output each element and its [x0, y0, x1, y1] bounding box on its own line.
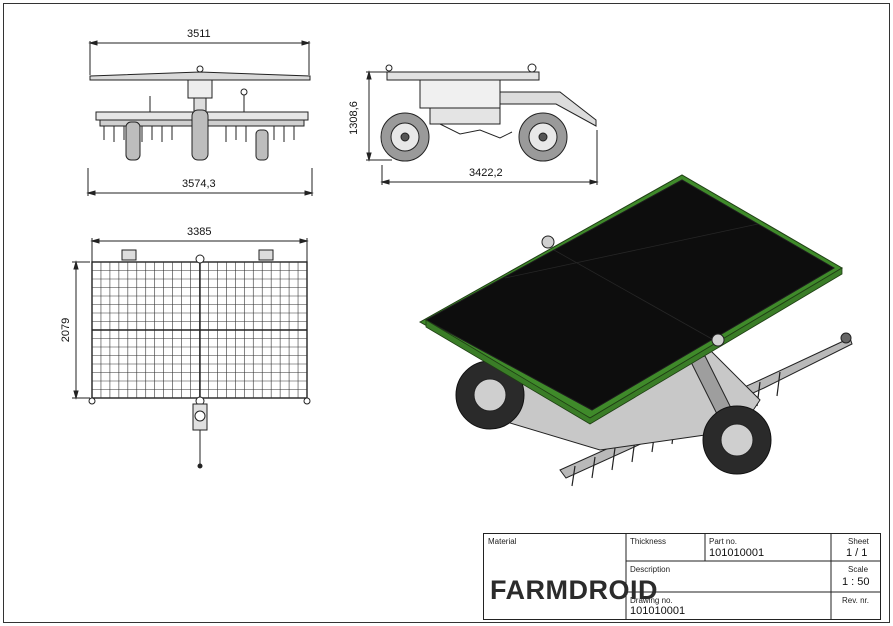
dim-side-height: 1308,6 [348, 101, 360, 135]
dim-side-length: 3422,2 [469, 167, 503, 179]
farmdroid-logo: FARMDROID [490, 575, 658, 605]
isometric-view [418, 174, 853, 487]
title-block-grid [625, 533, 881, 620]
scale-label: Scale [848, 565, 869, 574]
dim-top-depth: 2079 [60, 317, 72, 343]
sheet-value: 1 / 1 [846, 547, 868, 559]
scale-value: 1 : 50 [842, 576, 870, 588]
thickness-label: Thickness [630, 537, 667, 546]
title-block: Material Thickness Part no. 101010001 Sh… [483, 533, 881, 620]
side-view [366, 63, 599, 185]
part-no-value: 101010001 [709, 547, 765, 559]
part-no-label: Part no. [709, 537, 738, 546]
description-label: Description [630, 565, 671, 574]
sheet-border [3, 3, 890, 623]
dim-front-width: 3511 [187, 28, 211, 40]
rev-label: Rev. nr. [842, 596, 869, 605]
solar-panel-face [424, 179, 835, 411]
material-label: Material [488, 537, 517, 546]
sheet-label: Sheet [848, 537, 869, 546]
top-view [72, 238, 311, 469]
drawing-no-value: 101010001 [630, 605, 686, 617]
dim-top-width: 3385 [187, 226, 212, 238]
drawing-no-label: Drawing no. [630, 596, 673, 605]
front-view [86, 40, 314, 196]
dim-front-overall-width: 3574,3 [182, 178, 216, 190]
